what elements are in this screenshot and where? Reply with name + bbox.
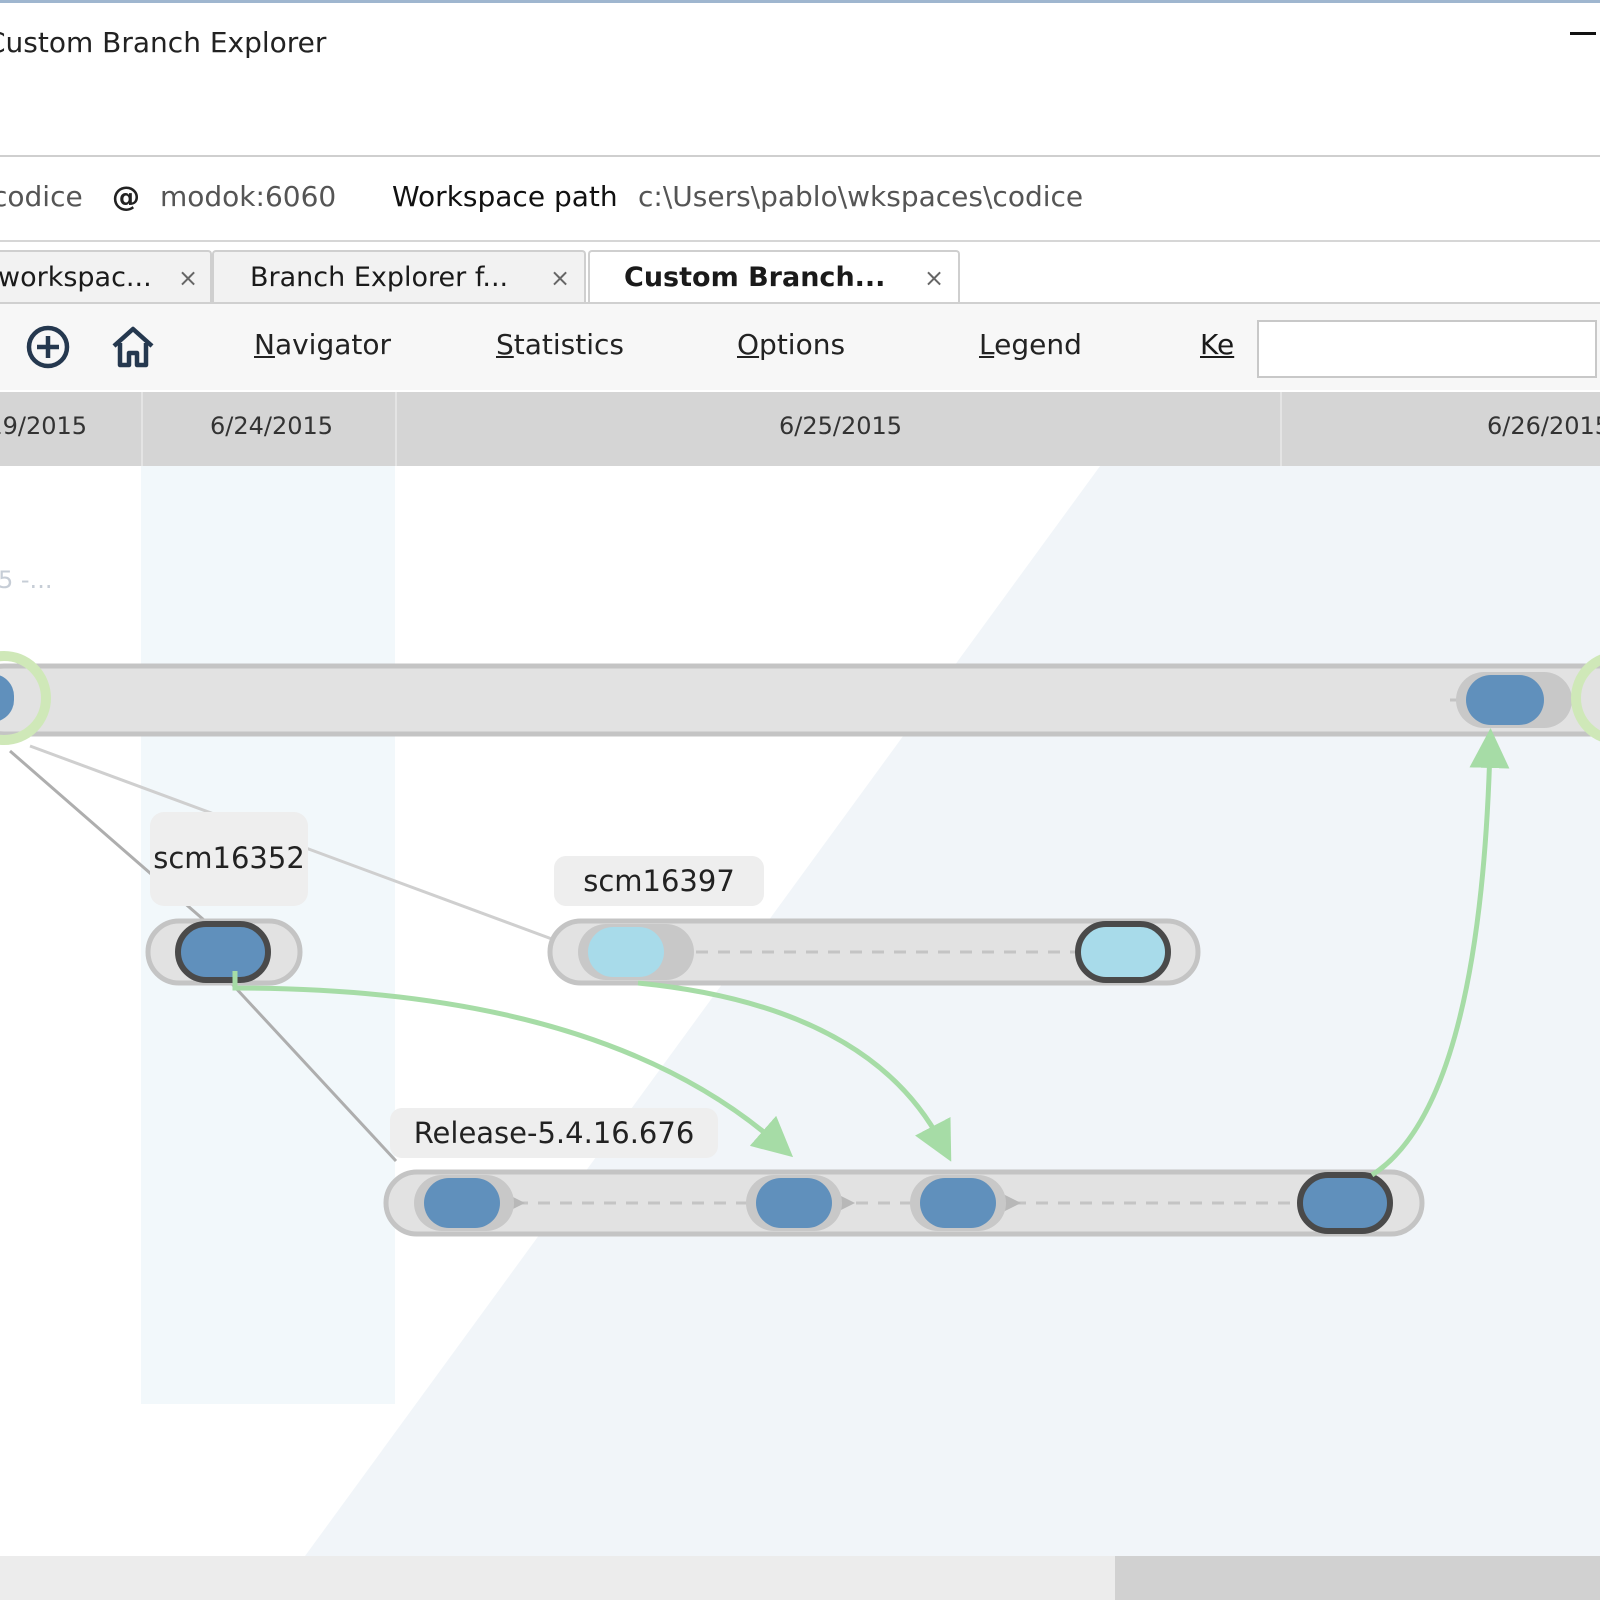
plus-circle-icon[interactable] [25, 324, 71, 370]
merge-link [637, 980, 952, 1162]
changeset[interactable] [1466, 675, 1544, 725]
branch-name: Release-5.4.16.676 [414, 1116, 695, 1150]
explorer-toolbar: Navigator Statistics Options Legend Ke [0, 304, 1600, 390]
key-label: Ke [1200, 328, 1235, 361]
branch-scm16397[interactable]: scm16397 [547, 856, 1201, 986]
at-symbol: @ [112, 180, 140, 213]
title-separator [0, 155, 1600, 157]
branch-graph: 5 -... scm16352 [0, 466, 1600, 1556]
options-label: ptions [759, 328, 846, 361]
options-access-key: O [737, 328, 760, 361]
date-divider [1280, 392, 1282, 466]
label-ring [0, 651, 51, 745]
tab-label: Custom Branch... [624, 262, 886, 293]
branch-scm16352[interactable]: scm16352 [145, 812, 308, 986]
branch-label-box [150, 812, 308, 906]
changeset[interactable] [588, 927, 664, 977]
workspace-path-label: Workspace path [392, 180, 618, 213]
home-icon[interactable] [110, 324, 156, 370]
label-ring [1571, 654, 1600, 742]
changeset[interactable] [0, 674, 14, 722]
parent-link [218, 969, 398, 1163]
view-tabstrip: workspac... × Branch Explorer f... × Cus… [0, 250, 1600, 304]
date-divider [395, 392, 397, 466]
branch-name: scm16397 [583, 864, 735, 898]
tab-custom-branch-explorer[interactable]: Custom Branch... × [588, 250, 960, 304]
navigator-menu[interactable]: Navigator [254, 328, 391, 361]
legend-label: egend [994, 328, 1082, 361]
minimize-button[interactable] [1560, 10, 1600, 50]
date-label: 6/24/2015 [210, 412, 334, 440]
navigator-access-key: N [254, 328, 275, 361]
navigator-label: avigator [274, 328, 392, 361]
merge-link [1370, 728, 1510, 1178]
changeset[interactable] [175, 921, 271, 983]
tab-workspace[interactable]: workspac... × [0, 250, 212, 302]
key-search-input[interactable] [1257, 320, 1597, 378]
branch-graph-canvas[interactable]: 5 -... scm16352 [0, 466, 1600, 1556]
changeset[interactable] [1297, 1172, 1393, 1234]
date-label: 6/26/2015 [1487, 412, 1600, 440]
statistics-label: tatistics [513, 328, 625, 361]
statistics-menu[interactable]: Statistics [496, 328, 624, 361]
close-icon[interactable]: × [178, 264, 199, 292]
legend-access-key: L [979, 328, 995, 361]
changeset[interactable] [920, 1178, 996, 1228]
changeset[interactable] [1075, 921, 1171, 983]
workspace-separator [0, 240, 1600, 242]
window-top-border [0, 0, 1600, 3]
tab-underline [0, 302, 1600, 304]
changeset[interactable] [756, 1178, 832, 1228]
tab-label: Branch Explorer f... [250, 262, 509, 293]
scrollbar-thumb[interactable] [1115, 1556, 1600, 1600]
window-title: Custom Branch Explorer [0, 26, 327, 59]
legend-menu[interactable]: Legend [979, 328, 1082, 361]
date-label: 6/19/2015 [0, 412, 88, 440]
repository-name: codice [0, 180, 83, 213]
close-icon[interactable]: × [924, 264, 945, 292]
merge-link [232, 971, 794, 1158]
options-menu[interactable]: Options [737, 328, 845, 361]
main-branch[interactable] [0, 651, 1600, 745]
main-branch-label: 5 -... [0, 566, 52, 594]
branch-label-box [554, 856, 764, 906]
close-icon[interactable]: × [550, 264, 571, 292]
server-name: modok:6060 [160, 180, 337, 213]
tab-branch-explorer[interactable]: Branch Explorer f... × [212, 250, 586, 302]
workspace-info-bar: codice @ modok:6060 Workspace path c:\Us… [0, 170, 1600, 226]
date-header: 6/19/2015 6/24/2015 6/25/2015 6/26/2015 [0, 392, 1600, 466]
workspace-path-value: c:\Users\pablo\wkspaces\codice [638, 180, 1084, 213]
branch-label-box [390, 1108, 718, 1158]
date-label: 6/25/2015 [779, 412, 903, 440]
horizontal-scrollbar[interactable] [0, 1556, 1600, 1600]
statistics-access-key: S [496, 328, 514, 361]
branch-bar [0, 663, 1600, 737]
date-divider [141, 392, 143, 466]
branch-release[interactable]: Release-5.4.16.676 [383, 1108, 1425, 1237]
branch-name: scm16352 [153, 841, 305, 875]
tab-label: workspac... [0, 262, 152, 293]
changeset[interactable] [424, 1178, 500, 1228]
background-shape [305, 466, 1600, 1556]
